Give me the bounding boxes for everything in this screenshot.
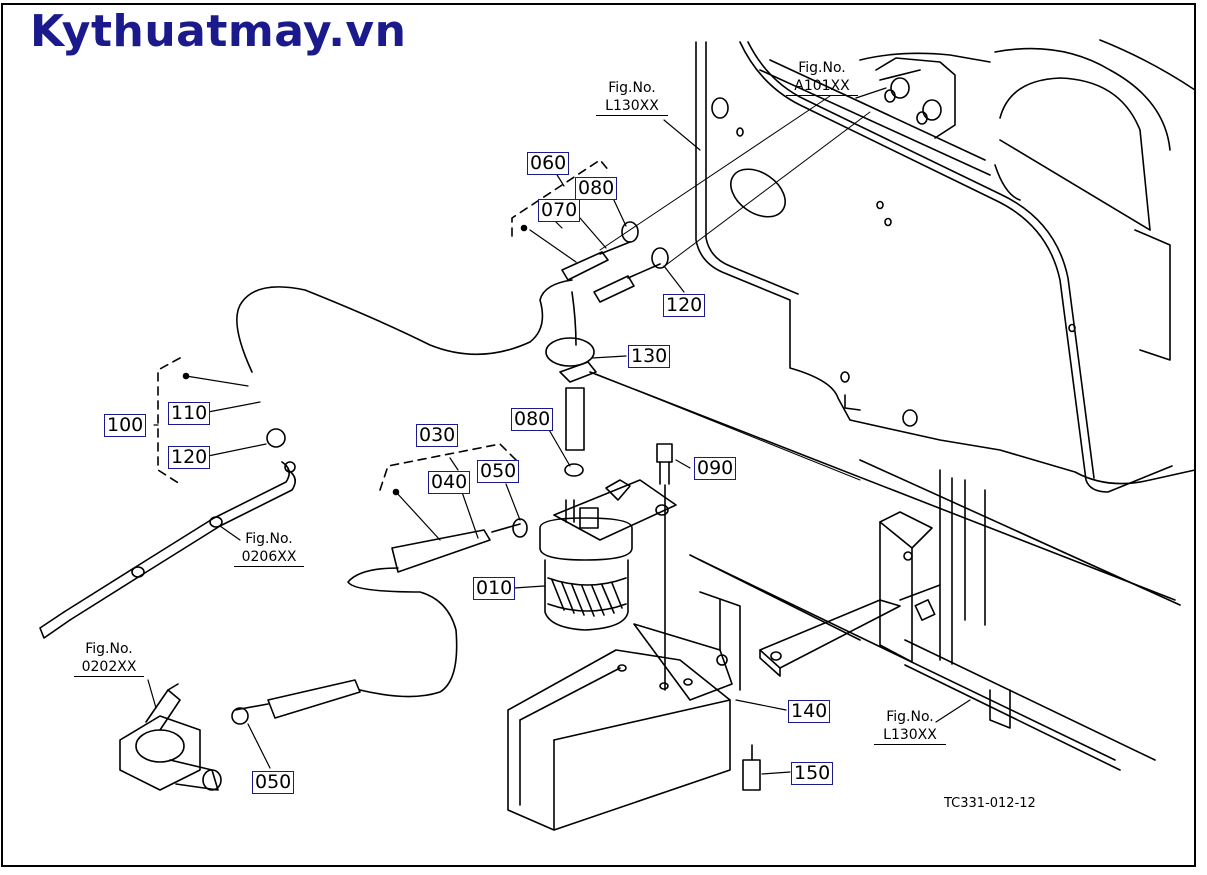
part-code-140[interactable]: 140: [788, 700, 831, 723]
part-code-070[interactable]: 070: [538, 199, 581, 222]
part-code-110[interactable]: 110: [168, 402, 211, 425]
fig-ref-l130-top[interactable]: Fig.No. L130XX: [596, 79, 668, 116]
fig-ref-label: Fig.No.: [85, 641, 133, 657]
part-code-050-top[interactable]: 050: [477, 460, 520, 483]
fig-ref-number: 0202XX: [74, 658, 144, 677]
fig-ref-number: L130XX: [596, 97, 668, 116]
part-code-120-right[interactable]: 120: [663, 294, 706, 317]
part-code-080-middle[interactable]: 080: [511, 408, 554, 431]
fig-ref-label: Fig.No.: [245, 531, 293, 547]
fuel-filter-assembly: [507, 443, 761, 831]
part-code-080-top[interactable]: 080: [575, 177, 618, 200]
fuel-feed-pump: [119, 683, 222, 791]
part-code-050-bottom[interactable]: 050: [252, 771, 295, 794]
drawing-border: [1, 3, 1196, 867]
fig-ref-label: Fig.No.: [886, 709, 934, 725]
watermark-title: Kythuatmay.vn: [30, 6, 407, 57]
fig-ref-number: 0206XX: [234, 548, 304, 567]
leader-lines: [147, 87, 971, 775]
fuel-hoses: [234, 241, 661, 719]
fig-ref-l130-bottom[interactable]: Fig.No. L130XX: [874, 708, 946, 745]
part-code-120-left[interactable]: 120: [168, 446, 211, 469]
part-code-150[interactable]: 150: [791, 762, 834, 785]
fig-ref-0206[interactable]: Fig.No. 0206XX: [234, 530, 304, 567]
frame-rails: [589, 371, 1181, 771]
part-code-010[interactable]: 010: [473, 577, 516, 600]
fig-ref-label: Fig.No.: [798, 60, 846, 76]
part-code-100[interactable]: 100: [104, 414, 147, 437]
part-code-130[interactable]: 130: [628, 345, 671, 368]
fig-ref-0202[interactable]: Fig.No. 0202XX: [74, 640, 144, 677]
drawing-id: TC331-012-12: [944, 796, 1036, 811]
part-code-060[interactable]: 060: [527, 152, 570, 175]
group-brackets: [157, 159, 611, 491]
fig-ref-number: L130XX: [874, 726, 946, 745]
fig-ref-a101[interactable]: Fig.No. A101XX: [786, 59, 858, 96]
tractor-body-panel: [695, 39, 1196, 493]
fig-ref-label: Fig.No.: [608, 80, 656, 96]
part-code-090[interactable]: 090: [694, 457, 737, 480]
part-code-040[interactable]: 040: [428, 471, 471, 494]
injection-pipe: [39, 461, 296, 639]
part-code-030[interactable]: 030: [416, 424, 459, 447]
fig-ref-number: A101XX: [786, 77, 858, 96]
